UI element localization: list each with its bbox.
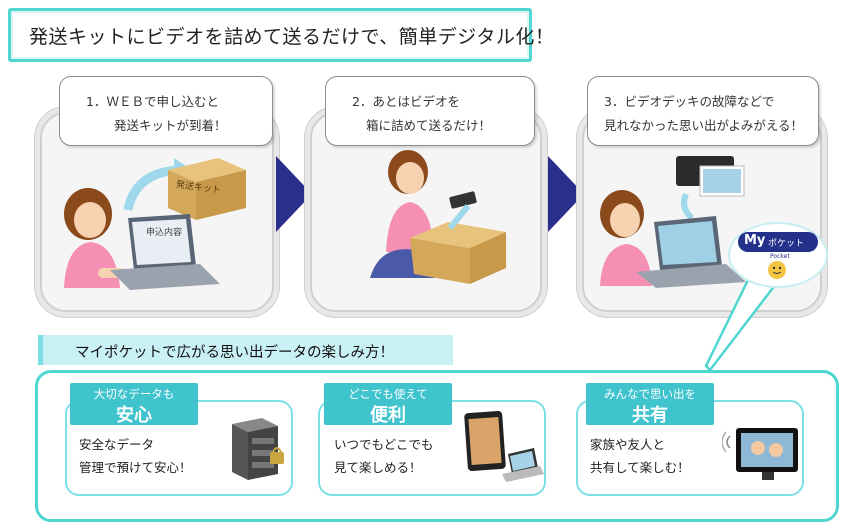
step-1-line1: 1．ＷＥＢで申し込むと (86, 94, 219, 109)
card-3-tag-label: みんなで思い出を (604, 387, 696, 401)
card-1-line2: 管理で預けて安心！ (79, 460, 192, 475)
card-2-line1: いつでもどこでも (334, 437, 434, 452)
subtitle-text: マイポケットで広がる思い出データの楽しみ方！ (75, 345, 394, 361)
card-2-title: 便利 (370, 405, 406, 426)
card-2-tag: どこでも使えて 便利 (324, 383, 452, 426)
tablet-laptop-icon (464, 411, 544, 482)
step-1-line2: 発送キットが到着！ (114, 118, 227, 133)
card-3-line1: 家族や友人と (590, 437, 666, 452)
step-3-bubble: 3．ビデオデッキの故障などで 見れなかった思い出がよみがえる！ (587, 76, 819, 146)
step-3-illustration (600, 156, 746, 288)
card-3-tag: みんなで思い出を 共有 (586, 383, 714, 426)
subtitle-bar: マイポケットで広がる思い出データの楽しみ方！ (38, 335, 453, 365)
card-3-title: 共有 (632, 405, 668, 426)
photo-frame-icon (722, 428, 798, 480)
step-arrow-2 (548, 156, 584, 232)
step-arrow-1 (276, 156, 312, 232)
headline-text: 発送キットにビデオを詰めて送るだけで、簡単デジタル化！ (29, 26, 555, 48)
step-2-illustration (370, 150, 506, 284)
server-icon (232, 418, 284, 480)
screen-label: 申込内容 (146, 228, 183, 238)
logo-pocket: ポケット (768, 239, 805, 249)
step-3-line1: 3．ビデオデッキの故障などで (604, 94, 775, 109)
logo-my: My (744, 233, 766, 248)
logo-sub: Pocket (770, 253, 790, 260)
card-1-tag: 大切なデータも 安心 (70, 383, 198, 426)
card-2-tag-label: どこでも使えて (348, 387, 428, 401)
headline-banner: 発送キットにビデオを詰めて送るだけで、簡単デジタル化！ (8, 8, 554, 62)
card-1-tag-label: 大切なデータも (93, 387, 175, 401)
step-2-bubble: 2．あとはビデオを 箱に詰めて送るだけ！ (325, 76, 535, 146)
step-3-line2: 見れなかった思い出がよみがえる！ (604, 118, 804, 133)
step-1-illustration (64, 158, 246, 290)
card-1-title: 安心 (116, 405, 152, 426)
step-2-line2: 箱に詰めて送るだけ！ (366, 118, 492, 133)
step-1-bubble: 1．ＷＥＢで申し込むと 発送キットが到着！ (59, 76, 273, 146)
logo: My ポケット (738, 232, 818, 252)
mascot-icon (768, 261, 786, 279)
step-2-line1: 2．あとはビデオを (352, 94, 460, 109)
card-3-line2: 共有して楽しむ！ (590, 460, 690, 475)
card-2-line2: 見て楽しめる！ (334, 460, 422, 475)
card-1-line1: 安全なデータ (79, 437, 155, 452)
